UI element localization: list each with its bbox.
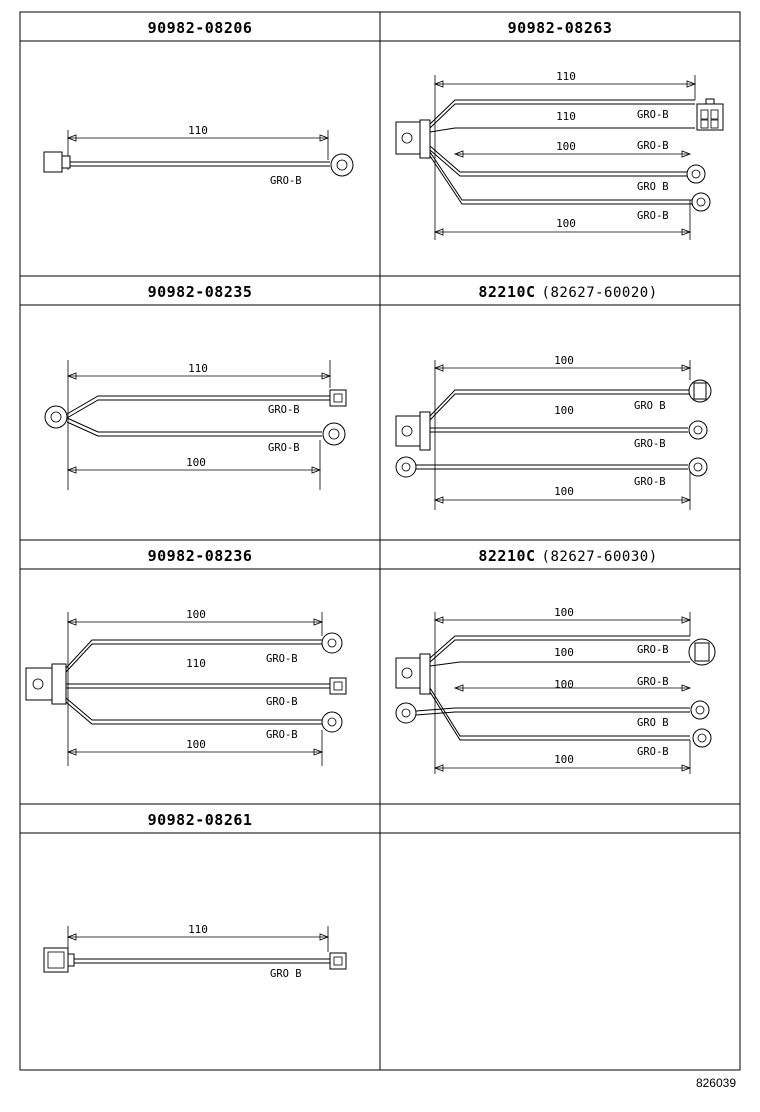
dimension-label: 110 bbox=[188, 124, 208, 137]
bracket-icon bbox=[395, 657, 421, 689]
dimension-label: 100 bbox=[556, 140, 576, 153]
part-number-title: 82210C (82627-60030) bbox=[478, 547, 657, 565]
ring-terminal-icon bbox=[692, 728, 712, 748]
dimension-label: 110 bbox=[188, 362, 208, 375]
dimension-label: 100 bbox=[554, 354, 574, 367]
wire-label: GRO-B bbox=[266, 729, 298, 741]
bracket-icon bbox=[395, 121, 421, 155]
part-number-title: 90982-08235 bbox=[148, 283, 253, 301]
harness-drawing-08263: 110 110 GRO-B 100 GRO-B GRO B GRO-B 100 bbox=[395, 70, 724, 240]
part-number-sub: (82627-60030) bbox=[542, 549, 658, 565]
dimension-label: 100 bbox=[556, 217, 576, 230]
dimension-label: 100 bbox=[186, 738, 206, 751]
wire-label: GRO-B bbox=[268, 404, 300, 416]
dimension-label: 110 bbox=[556, 110, 576, 123]
ring-terminal-icon bbox=[321, 632, 343, 654]
ring-terminal-icon bbox=[691, 192, 711, 212]
dimension-label: 100 bbox=[554, 646, 574, 659]
ring-terminal-icon bbox=[686, 164, 706, 184]
ring-terminal-icon bbox=[690, 700, 710, 720]
wire-label: GRO-B bbox=[637, 746, 669, 758]
harness-drawing-82627-60030: 100 GRO-B 100 GRO-B 100 GRO B GRO-B 100 bbox=[395, 606, 716, 774]
wire-label: GRO-B bbox=[270, 175, 302, 187]
wire-label: GRO-B bbox=[637, 644, 669, 656]
wire-label: GRO-B bbox=[637, 210, 669, 222]
dimension-label: 100 bbox=[554, 753, 574, 766]
wire-label: GRO-B bbox=[637, 140, 669, 152]
dimension-label: 100 bbox=[186, 608, 206, 621]
harness-drawing-08235: 110 GRO-B GRO-B 100 bbox=[44, 360, 347, 490]
connector-icon bbox=[43, 151, 63, 173]
dimension-label: 100 bbox=[554, 485, 574, 498]
harness-drawing-82627-60020: 100 GRO B 100 GRO-B GRO-B 100 bbox=[395, 354, 712, 510]
connector-icon bbox=[43, 947, 69, 973]
dimension-label: 110 bbox=[186, 657, 206, 670]
wire-label: GRO-B bbox=[637, 109, 669, 121]
wire-label: GRO-B bbox=[268, 442, 300, 454]
part-number-sub: (82627-60020) bbox=[542, 285, 658, 301]
dimension-label: 110 bbox=[188, 923, 208, 936]
wire-label: GRO-B bbox=[266, 653, 298, 665]
ring-terminal-icon bbox=[44, 405, 68, 429]
wire-label: GRO B bbox=[637, 717, 669, 729]
bracket-icon bbox=[25, 667, 53, 701]
ring-terminal-icon bbox=[395, 456, 417, 478]
dimension-label: 110 bbox=[556, 70, 576, 83]
ring-terminal-icon bbox=[322, 422, 346, 446]
ring-terminal-icon bbox=[688, 420, 708, 440]
wire-label: GRO B bbox=[634, 400, 666, 412]
part-number-title: 90982-08263 bbox=[508, 19, 613, 37]
harness-drawing-08206: 110 GRO-B bbox=[43, 124, 354, 187]
part-number-title: 90982-08261 bbox=[148, 811, 253, 829]
dimension-label: 100 bbox=[554, 678, 574, 691]
part-number-title: 90982-08236 bbox=[148, 547, 253, 565]
part-number-main: 82210C bbox=[478, 547, 535, 565]
dimension-label: 100 bbox=[554, 404, 574, 417]
harness-drawing-08261: 110 GRO B bbox=[43, 923, 347, 980]
ring-terminal-icon bbox=[321, 711, 343, 733]
harness-drawing-08236: 100 GRO-B 110 GRO-B GRO-B 100 bbox=[25, 608, 347, 766]
connector-icon bbox=[329, 677, 347, 695]
wire-label: GRO-B bbox=[266, 696, 298, 708]
ring-terminal-icon bbox=[688, 457, 708, 477]
connector-icon bbox=[329, 389, 347, 407]
wire-label: GRO-B bbox=[634, 438, 666, 450]
wire-label: GRO-B bbox=[637, 676, 669, 688]
document-code: 826039 bbox=[695, 1076, 736, 1090]
part-number-main: 82210C bbox=[478, 283, 535, 301]
ring-terminal-icon bbox=[395, 702, 417, 724]
table-grid bbox=[19, 11, 741, 1071]
ring-terminal-icon bbox=[330, 153, 354, 177]
wire-label: GRO B bbox=[270, 968, 302, 980]
part-number-title: 90982-08206 bbox=[148, 19, 253, 37]
wire-label: GRO B bbox=[637, 181, 669, 193]
dimension-label: 100 bbox=[554, 606, 574, 619]
dimension-label: 100 bbox=[186, 456, 206, 469]
bracket-icon bbox=[395, 415, 421, 447]
part-number-title: 82210C (82627-60020) bbox=[478, 283, 657, 301]
connector-icon bbox=[329, 952, 347, 970]
wire-label: GRO-B bbox=[634, 476, 666, 488]
